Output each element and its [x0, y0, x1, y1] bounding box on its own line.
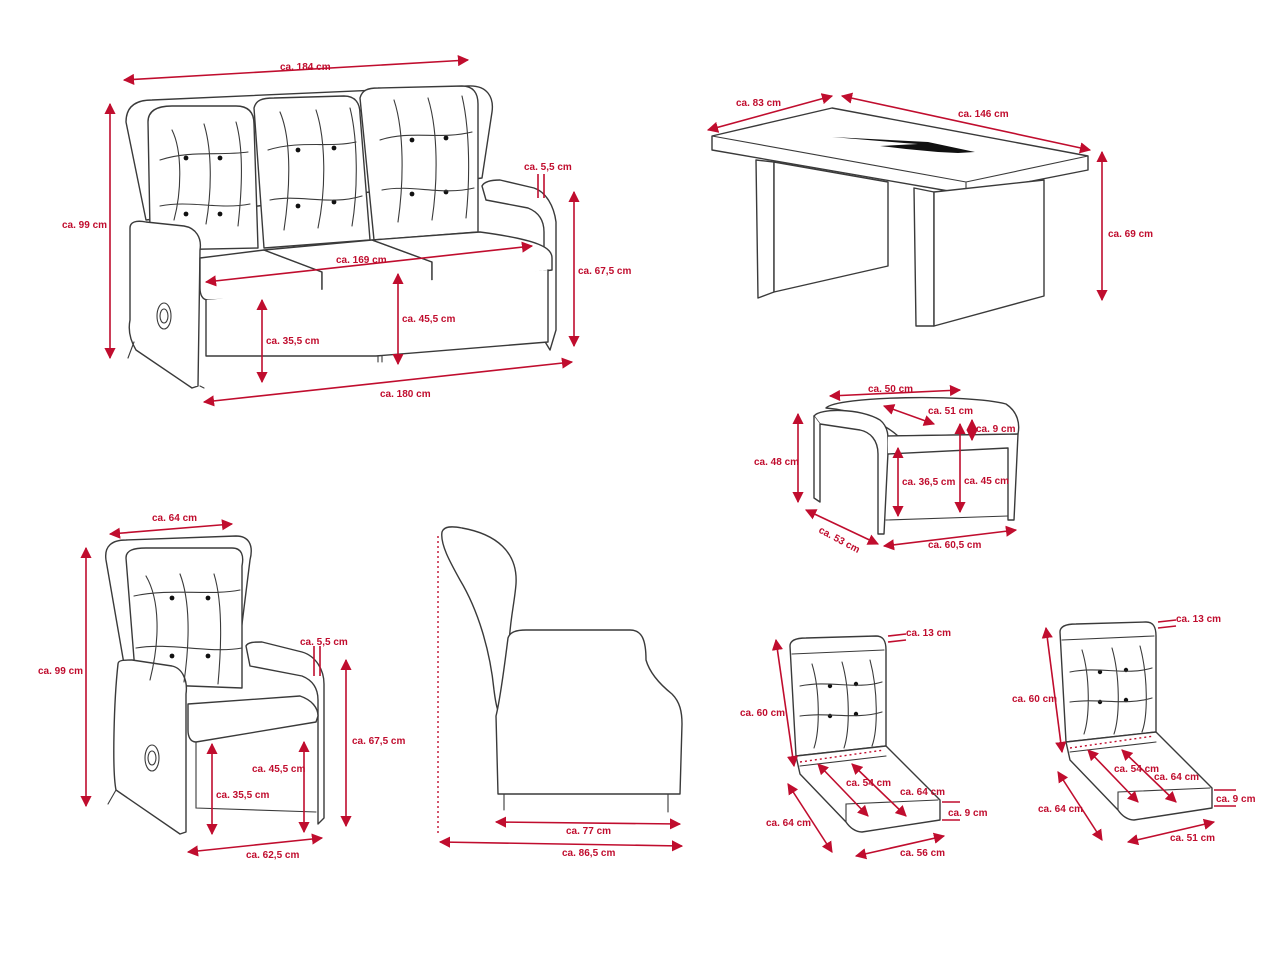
armchair-side-reclined-label: ca. 86,5 cm [562, 848, 615, 859]
sofa-width-top-line [122, 54, 470, 86]
cushion-large-seat-width-label: ca. 64 cm [900, 787, 945, 798]
cushion-small-top-tick-a [1157, 619, 1177, 623]
cushion-small-back-label: ca. 60 cm [1012, 694, 1057, 705]
sofa-drawing [125, 85, 557, 389]
armchair-side-dimensions: ca. 77 cm ca. 86,5 cm [437, 536, 684, 859]
cushion-large-bottom-label: ca. 56 cm [900, 848, 945, 859]
sofa-arm-height-label: ca. 67,5 cm [578, 266, 631, 277]
cushion-large-thick-label: ca. 9 cm [948, 808, 988, 819]
cushion-small-seat-width-line [1121, 749, 1177, 803]
stool-leg-height-label: ca. 36,5 cm [902, 477, 955, 488]
table-length-line [840, 92, 1092, 154]
cushion-large-top-tick-b [887, 639, 907, 643]
stool-top-depth-label: ca. 51 cm [928, 406, 973, 417]
cushion-large-bottom-line [854, 832, 946, 860]
armchair-seat-height-label: ca. 45,5 cm [252, 764, 305, 775]
armchair-width-bottom-line [186, 833, 324, 857]
stool-dimensions: ca. 50 cm ca. 51 cm ca. 9 cm ca. 48 cm c… [754, 384, 1018, 556]
table-height-label: ca. 69 cm [1108, 229, 1153, 240]
table-dimensions: ca. 83 cm ca. 146 cm ca. 69 cm [706, 92, 1153, 302]
cushion-small-thick-label: ca. 9 cm [1216, 794, 1256, 805]
armchair-arm-height-label: ca. 67,5 cm [352, 736, 405, 747]
sofa-armrest-label: ca. 5,5 cm [524, 162, 572, 173]
armchair-side-depth-line [494, 816, 682, 830]
armchair-side-depth-label: ca. 77 cm [566, 826, 611, 837]
stool-top-width-label: ca. 50 cm [868, 384, 913, 395]
cushion-small-top-label: ca. 13 cm [1176, 614, 1221, 625]
sofa-seat-width-line [204, 241, 534, 287]
sofa-seat-height-label: ca. 45,5 cm [402, 314, 455, 325]
stool-height-label: ca. 48 cm [754, 457, 799, 468]
stool-depth-label: ca. 53 cm [817, 525, 862, 556]
stool-seat-height-label: ca. 45 cm [964, 476, 1009, 487]
cushion-large-side-label: ca. 64 cm [766, 818, 811, 829]
table-drawing [711, 107, 1089, 327]
table-length-label: ca. 146 cm [958, 109, 1009, 120]
armchair-armrest-label: ca. 5,5 cm [300, 637, 348, 648]
cushion-large-drawing [789, 635, 941, 833]
cushion-small-seat-width-label: ca. 64 cm [1154, 772, 1199, 783]
cushion-small-fold-line [1069, 735, 1155, 749]
stool-width-line [882, 525, 1018, 551]
cushion-large-back-line [771, 638, 799, 768]
armchair-front-dimensions: ca. 64 cm ca. 99 cm ca. 5,5 cm ca. 67,5 … [38, 513, 405, 861]
sofa-dimensions: ca. 184 cm ca. 99 cm ca. 169 cm ca. 5,5 … [62, 54, 631, 407]
armchair-leg-height-label: ca. 35,5 cm [216, 790, 269, 801]
sofa-width-bottom-line [202, 357, 574, 407]
stool-cushion-label: ca. 9 cm [976, 424, 1016, 435]
stool-top-depth-line [882, 404, 936, 426]
armchair-width-top-line [108, 519, 234, 539]
cushion-small-side-label: ca. 64 cm [1038, 804, 1083, 815]
cushion-large-seat-width-line [851, 763, 907, 817]
stool-depth-line [804, 509, 880, 545]
table-depth-label: ca. 83 cm [736, 98, 781, 109]
sofa-width-bottom-label: ca. 180 cm [380, 389, 431, 400]
cushion-small-top-tick-b [1157, 625, 1177, 629]
armchair-side-reclined-line [438, 836, 684, 852]
cushion-large-back-label: ca. 60 cm [740, 708, 785, 719]
cushion-large-top-label: ca. 13 cm [906, 628, 951, 639]
cushion-small-side-line [1057, 771, 1103, 841]
cushion-large-dimensions: ca. 13 cm ca. 60 cm ca. 54 cm ca. 64 cm … [740, 628, 988, 860]
cushion-small-bottom-line [1126, 818, 1216, 846]
armchair-height-label: ca. 99 cm [38, 666, 83, 677]
armchair-front-drawing [105, 535, 325, 835]
sofa-width-top-label: ca. 184 cm [280, 62, 331, 73]
sofa-leg-height-label: ca. 35,5 cm [266, 336, 319, 347]
cushion-small-bottom-label: ca. 51 cm [1170, 833, 1215, 844]
cushion-large-side-line [787, 783, 833, 853]
armchair-side-drawing [441, 526, 683, 813]
armchair-width-top-label: ca. 64 cm [152, 513, 197, 524]
armchair-width-bottom-label: ca. 62,5 cm [246, 850, 299, 861]
table-depth-line [706, 93, 834, 133]
cushion-large-top-tick-a [887, 633, 907, 637]
sofa-height-label: ca. 99 cm [62, 220, 107, 231]
cushion-large-fold-line [799, 749, 885, 763]
cushion-small-seat-depth-label: ca. 54 cm [1114, 764, 1159, 775]
stool-top-width-line [828, 384, 962, 402]
sofa-seat-width-label: ca. 169 cm [336, 255, 387, 266]
stool-width-label: ca. 60,5 cm [928, 540, 981, 551]
cushion-small-back-line [1041, 626, 1067, 754]
cushion-small-dimensions: ca. 13 cm ca. 60 cm ca. 54 cm ca. 64 cm … [1012, 614, 1256, 846]
cushion-small-drawing [1059, 621, 1213, 821]
